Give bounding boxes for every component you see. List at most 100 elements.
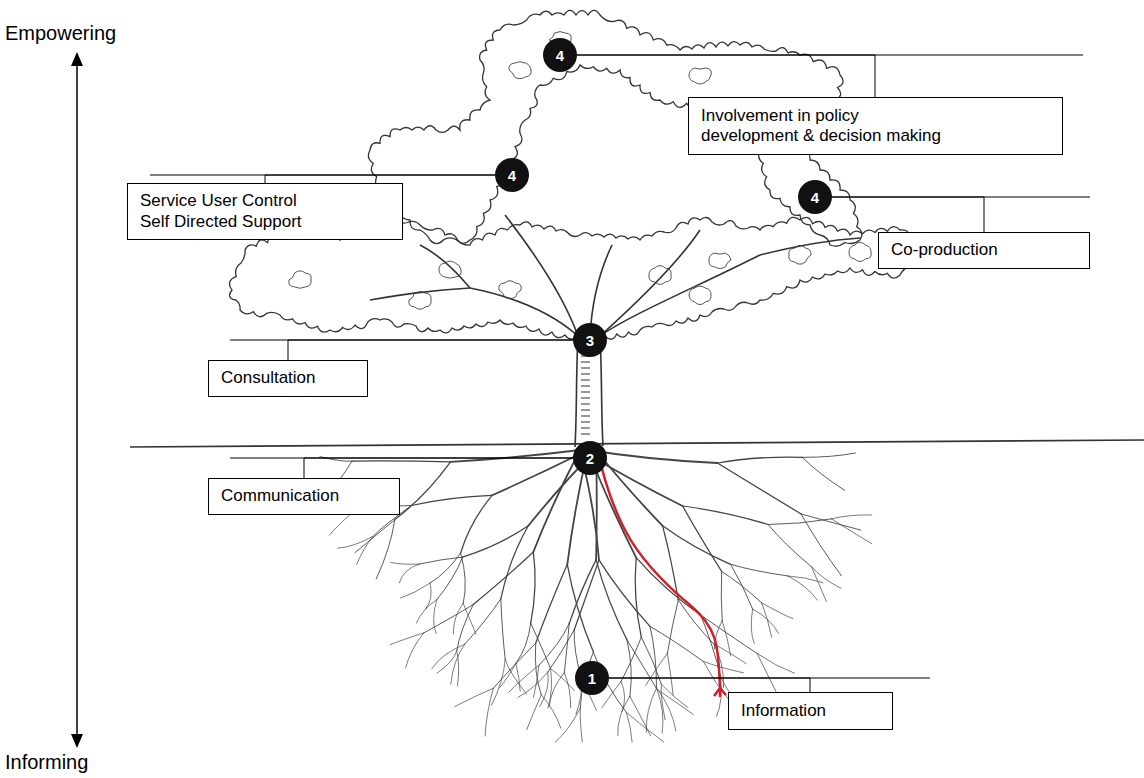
root-line [751, 609, 754, 643]
root-line [457, 605, 474, 651]
box-label: Co-production [891, 240, 998, 260]
root-line [437, 651, 457, 673]
axis-arrow [71, 52, 83, 748]
root-line [618, 696, 630, 735]
root-line [437, 557, 463, 600]
root-line [626, 712, 664, 742]
root-line [432, 644, 465, 669]
root-line [536, 564, 568, 643]
trunk-line [590, 230, 760, 446]
red-root [598, 452, 726, 697]
leader-connector [577, 55, 875, 97]
leader-connector [304, 458, 573, 478]
callout-number: 3 [586, 333, 594, 348]
root-line [501, 526, 529, 599]
root-line [473, 552, 533, 605]
label-box: Involvement in policy development & deci… [688, 97, 1063, 155]
root-line [549, 673, 564, 706]
root-line [599, 560, 650, 627]
root-line [501, 599, 505, 659]
leader-connector [832, 197, 984, 232]
root-line [731, 564, 788, 576]
root-line [667, 600, 678, 654]
root-line [463, 526, 529, 557]
root-line [717, 457, 802, 463]
root-line [588, 450, 717, 463]
root-line [650, 626, 703, 661]
root-line [541, 695, 561, 728]
axis-label: Informing [5, 751, 88, 774]
circle-fill [573, 323, 607, 357]
tree-trunk [370, 215, 860, 447]
root-line [731, 564, 753, 609]
axis-line [76, 64, 78, 736]
circle-fill [798, 180, 832, 214]
callout-number: 4 [556, 48, 564, 63]
root-line [352, 460, 451, 462]
root-line [509, 665, 539, 692]
root-line [355, 520, 395, 553]
root-line [455, 688, 494, 706]
root-line [518, 672, 548, 697]
trunk-hatching [581, 350, 590, 434]
leader-lines [150, 55, 1090, 678]
root-line [661, 684, 688, 707]
root-line [646, 688, 656, 732]
root-line [451, 450, 581, 462]
leaf-curl [849, 242, 871, 261]
callout-circle: 2 [573, 441, 607, 475]
label-box: Information [728, 692, 893, 730]
root-line [567, 564, 593, 652]
axis-label: Empowering [5, 22, 116, 45]
root-line [390, 633, 424, 645]
root-line [533, 450, 580, 552]
callout-number: 4 [811, 190, 819, 205]
root-line [453, 603, 463, 634]
root-line [500, 663, 516, 687]
root-line [551, 669, 575, 691]
circle-fill [495, 158, 529, 192]
circle-fill [575, 661, 609, 695]
root-line [426, 583, 432, 609]
root-line [548, 630, 574, 672]
leader-connector [288, 340, 573, 360]
root-line [338, 537, 373, 549]
label-box: Consultation [208, 360, 368, 397]
callout-number: 2 [586, 451, 594, 466]
root-line [802, 457, 844, 490]
root-line [621, 637, 641, 682]
root-line [569, 560, 596, 624]
callout-circle: 4 [798, 180, 832, 214]
root-line [832, 515, 872, 519]
root-line [416, 600, 437, 624]
branch-line [370, 238, 860, 300]
root-line [683, 506, 769, 525]
root-line [493, 643, 535, 688]
root-line [424, 605, 474, 633]
leader-connector [265, 175, 495, 183]
box-label: Communication [221, 486, 339, 506]
root-line [528, 450, 596, 526]
root-line [757, 654, 794, 674]
root-line [722, 572, 762, 603]
root-line [596, 560, 627, 640]
root-line [703, 661, 730, 702]
root-line [788, 576, 818, 600]
ground-line [130, 440, 1144, 447]
root-line [678, 600, 714, 644]
root-line [411, 495, 492, 505]
root-line [505, 659, 526, 694]
root-line [540, 672, 548, 706]
label-box: Co-production [878, 232, 1090, 269]
leaf-curl [289, 271, 311, 288]
root-line [419, 557, 462, 564]
root-line [531, 552, 535, 623]
root-line [457, 651, 459, 686]
trunk-line [470, 215, 578, 447]
leaf-curl [439, 261, 461, 278]
leaf-curl [649, 266, 671, 285]
box-label: Information [741, 701, 826, 721]
root-line [564, 673, 570, 708]
root-line [461, 495, 493, 553]
